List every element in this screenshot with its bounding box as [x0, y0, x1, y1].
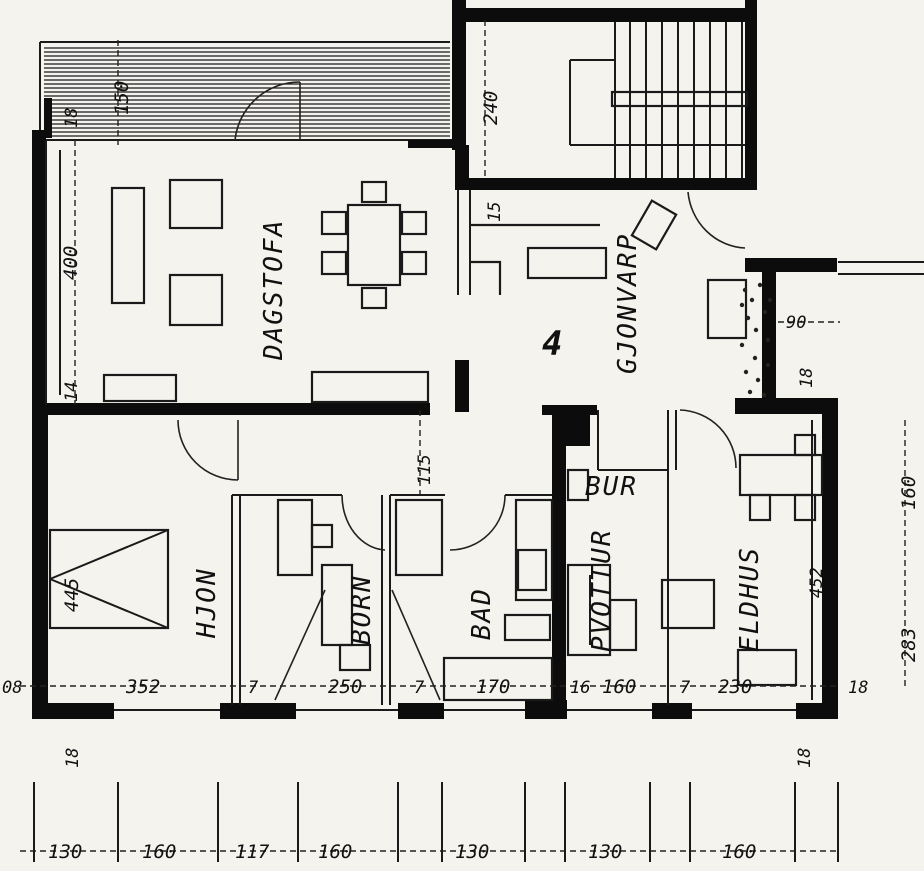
grid-dim-2: 160	[142, 841, 176, 863]
grid-dim-3: 117	[235, 841, 270, 863]
dim-row-laundry: 160	[602, 676, 636, 698]
door-swings	[177, 81, 746, 701]
duct-stipple	[739, 282, 773, 398]
stair-number: 4	[542, 324, 562, 364]
grid-dim-1: 130	[48, 841, 82, 863]
dim-row-16: 16	[570, 678, 590, 698]
dim-living-wall: 14	[62, 382, 82, 402]
dim-bedroom-depth: 445	[61, 578, 83, 612]
room-label-living: DAGSTOFA	[259, 219, 289, 361]
dim-right-18-bottom: 18	[795, 748, 815, 768]
room-labels: DAGSTOFA GJONVARP HJON BORN BAD BUR PVOT…	[192, 219, 765, 652]
room-label-laundry: PVOTTUR	[587, 528, 617, 652]
balcony-hatching	[39, 41, 455, 141]
grid-dim-6: 130	[588, 841, 622, 863]
dim-row-bath: 170	[476, 676, 510, 698]
dim-hall-wall: 15	[485, 202, 505, 222]
room-label-bath: BAD	[467, 587, 497, 640]
room-label-pantry: BUR	[585, 472, 638, 502]
grid-dim-7: 160	[722, 841, 756, 863]
dim-kitchen-inner: 452	[807, 567, 827, 598]
dim-left-18-bottom: 18	[63, 748, 83, 768]
room-label-kids: BORN	[347, 574, 377, 645]
dim-row-08-left: 08	[2, 678, 22, 698]
grid-dim-4: 160	[318, 841, 352, 863]
dim-door-width: 115	[415, 454, 435, 485]
dim-kitchen-upper: 160	[898, 476, 920, 510]
grid-ticks	[33, 782, 839, 862]
dimension-labels: 150 240 400 14 18 15 115 445 160 283 452…	[2, 81, 920, 863]
grid-dim-5: 130	[455, 841, 489, 863]
dim-duct-90: 90	[786, 313, 806, 333]
dim-living-depth: 400	[60, 246, 82, 280]
dim-balcony-depth: 150	[111, 81, 133, 115]
dim-row-7a: 7	[248, 678, 259, 698]
dimension-lines	[20, 20, 906, 852]
staircase	[569, 22, 749, 178]
room-label-bedroom: HJON	[192, 567, 222, 639]
dim-kitchen-lower: 283	[898, 628, 920, 662]
dim-row-7c: 7	[680, 678, 691, 698]
dim-duct-18: 18	[797, 368, 817, 388]
dim-stair-depth: 240	[480, 91, 502, 125]
partitions	[45, 140, 924, 711]
dim-row-bedroom: 352	[125, 676, 160, 698]
furniture	[48, 178, 824, 702]
walls	[32, 0, 838, 719]
dim-row-7b: 7	[414, 678, 425, 698]
room-label-hall: GJONVARP	[613, 233, 643, 374]
dim-top-left-wall: 18	[62, 108, 82, 128]
dim-row-kids: 250	[328, 676, 362, 698]
room-label-kitchen: ELDHUS	[735, 546, 765, 652]
dim-row-kitchen: 230	[718, 676, 752, 698]
dim-row-18-right: 18	[848, 678, 868, 698]
